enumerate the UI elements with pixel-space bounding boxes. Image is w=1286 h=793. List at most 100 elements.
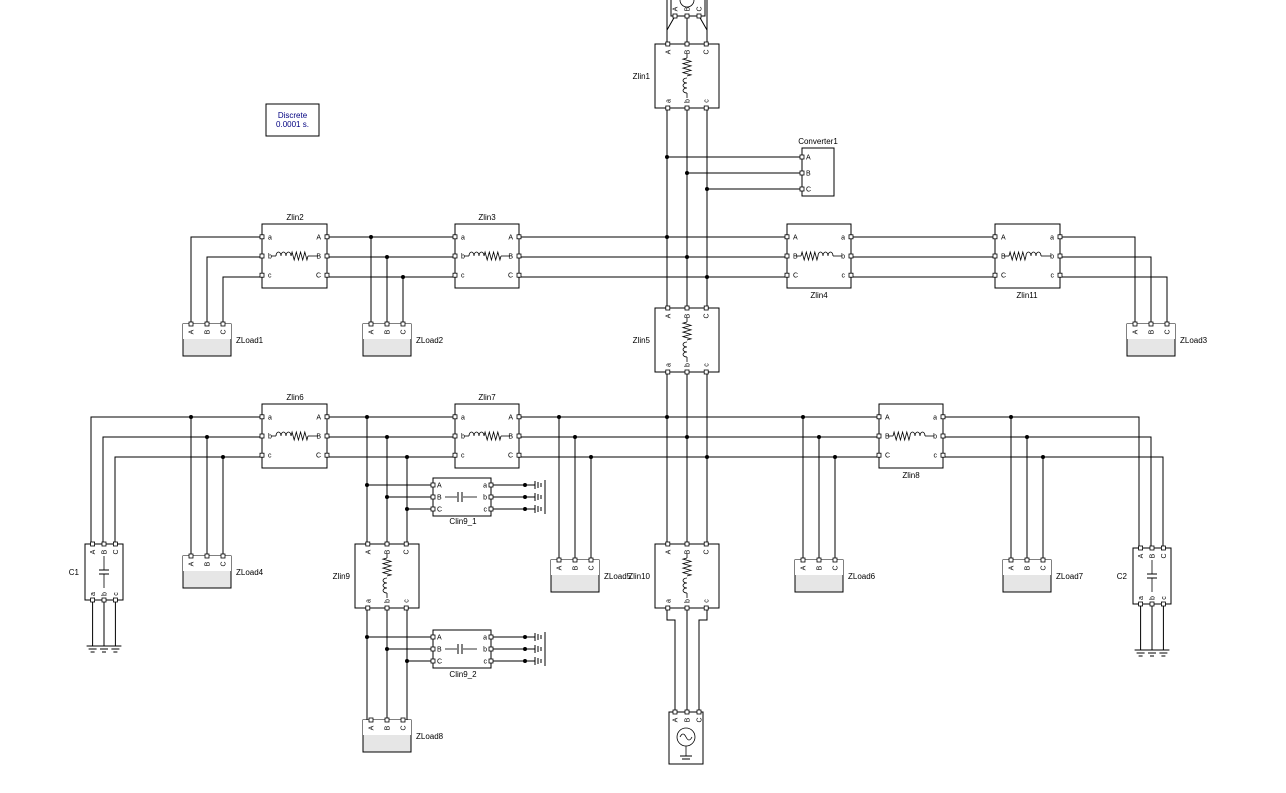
- port[interactable]: [665, 41, 671, 47]
- port[interactable]: [816, 557, 822, 563]
- port[interactable]: [368, 717, 374, 723]
- port[interactable]: [384, 717, 390, 723]
- port[interactable]: [684, 369, 690, 375]
- port[interactable]: [665, 369, 671, 375]
- port[interactable]: [188, 321, 194, 327]
- port[interactable]: [516, 234, 522, 240]
- port[interactable]: [101, 597, 107, 603]
- port[interactable]: [672, 13, 678, 19]
- port[interactable]: [452, 253, 458, 259]
- port[interactable]: [800, 557, 806, 563]
- port[interactable]: [259, 234, 265, 240]
- port[interactable]: [1149, 601, 1155, 607]
- port[interactable]: [452, 414, 458, 420]
- port[interactable]: [696, 709, 702, 715]
- port[interactable]: [259, 433, 265, 439]
- port[interactable]: [1161, 601, 1166, 607]
- port[interactable]: [516, 433, 522, 439]
- port[interactable]: [799, 154, 805, 160]
- port[interactable]: [665, 105, 671, 111]
- port[interactable]: [992, 272, 998, 278]
- port[interactable]: [799, 170, 805, 176]
- port[interactable]: [684, 41, 690, 47]
- port[interactable]: [1057, 234, 1063, 240]
- port[interactable]: [324, 272, 330, 278]
- converter1-block[interactable]: ABC: [799, 147, 835, 197]
- port[interactable]: [703, 105, 709, 111]
- port[interactable]: [672, 709, 678, 715]
- port[interactable]: [832, 557, 838, 563]
- port[interactable]: [259, 414, 265, 420]
- port[interactable]: [1148, 321, 1154, 327]
- port[interactable]: [400, 717, 406, 723]
- port[interactable]: [430, 494, 436, 500]
- port[interactable]: [1138, 601, 1143, 607]
- port[interactable]: [703, 605, 709, 611]
- port[interactable]: [204, 553, 210, 559]
- port[interactable]: [684, 13, 690, 19]
- port[interactable]: [940, 414, 946, 420]
- port[interactable]: [488, 494, 494, 500]
- port[interactable]: [324, 452, 330, 458]
- port[interactable]: [848, 272, 854, 278]
- port[interactable]: [703, 41, 709, 47]
- port[interactable]: [992, 253, 998, 259]
- port[interactable]: [784, 234, 790, 240]
- port[interactable]: [384, 321, 390, 327]
- port[interactable]: [324, 234, 330, 240]
- port[interactable]: [368, 321, 374, 327]
- port[interactable]: [516, 452, 522, 458]
- port[interactable]: [784, 253, 790, 259]
- port[interactable]: [665, 605, 671, 611]
- port[interactable]: [684, 605, 690, 611]
- port[interactable]: [430, 634, 436, 640]
- port[interactable]: [876, 433, 882, 439]
- port[interactable]: [1164, 321, 1170, 327]
- port[interactable]: [784, 272, 790, 278]
- port[interactable]: [684, 709, 690, 715]
- port[interactable]: [113, 597, 118, 603]
- port[interactable]: [1132, 321, 1138, 327]
- port[interactable]: [1057, 272, 1063, 278]
- port[interactable]: [384, 605, 390, 611]
- port[interactable]: [940, 452, 946, 458]
- port[interactable]: [488, 482, 494, 488]
- port[interactable]: [430, 646, 436, 652]
- port[interactable]: [403, 541, 409, 547]
- port[interactable]: [430, 482, 436, 488]
- port[interactable]: [876, 414, 882, 420]
- port[interactable]: [204, 321, 210, 327]
- port[interactable]: [113, 541, 118, 547]
- port[interactable]: [1008, 557, 1014, 563]
- port[interactable]: [324, 253, 330, 259]
- port[interactable]: [516, 253, 522, 259]
- port[interactable]: [452, 234, 458, 240]
- port[interactable]: [259, 452, 265, 458]
- port[interactable]: [430, 658, 436, 664]
- port[interactable]: [259, 253, 265, 259]
- port[interactable]: [324, 414, 330, 420]
- port[interactable]: [665, 305, 671, 311]
